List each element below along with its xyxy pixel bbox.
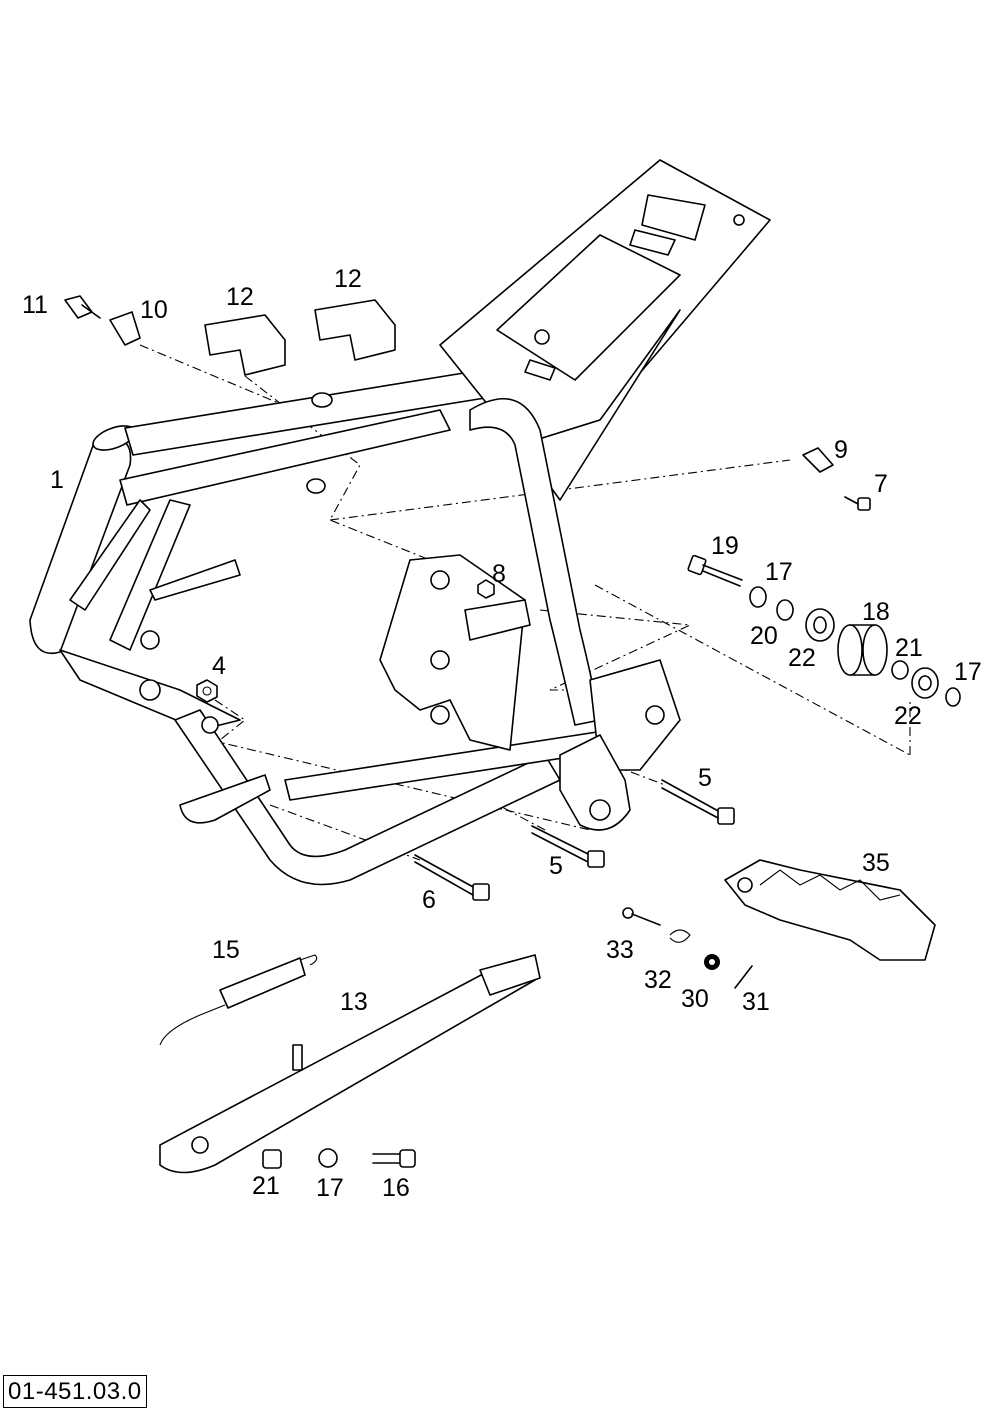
spacer-part-21-b <box>262 1149 282 1169</box>
spring-part-15 <box>159 954 318 1046</box>
label-part-6: 6 <box>422 886 436 914</box>
label-part-33: 33 <box>606 936 634 964</box>
label-part-31: 31 <box>742 988 770 1016</box>
washer-part-17-b <box>945 687 961 707</box>
washer-part-30 <box>704 954 720 970</box>
label-part-30: 30 <box>681 985 709 1013</box>
label-part-17-c: 17 <box>316 1174 344 1202</box>
bolt-part-19 <box>687 554 743 587</box>
spring-part-32 <box>669 929 691 943</box>
label-part-9: 9 <box>834 436 848 464</box>
washer-part-20 <box>776 599 794 621</box>
cover-part-12-a <box>204 314 286 376</box>
bushing-part-18 <box>837 624 888 676</box>
bolt-part-16 <box>372 1149 416 1168</box>
label-part-7: 7 <box>874 470 888 498</box>
cover-part-12-b <box>314 299 396 361</box>
bolt-part-11 <box>64 295 101 319</box>
bolt-part-5-a <box>661 779 735 825</box>
label-part-4: 4 <box>212 652 226 680</box>
label-part-16: 16 <box>382 1174 410 1202</box>
side-stand-part-13 <box>159 954 541 1174</box>
label-part-19: 19 <box>711 532 739 560</box>
label-part-22-b: 22 <box>894 702 922 730</box>
bracket-part-9 <box>802 447 834 473</box>
footpeg-part-35 <box>724 859 936 961</box>
nut-part-4 <box>196 679 218 703</box>
drawing-reference-code: 01-451.03.0 <box>3 1375 147 1408</box>
bolt-part-7 <box>844 496 871 511</box>
clip-part-10 <box>109 311 141 346</box>
washer-part-17-a <box>749 586 767 608</box>
pin-part-33 <box>622 907 661 926</box>
label-part-1: 1 <box>50 466 64 494</box>
part-number-labels: 1 4 5 5 6 7 8 9 10 11 12 12 13 15 16 17 … <box>22 265 982 1202</box>
label-part-12-a: 12 <box>226 283 254 311</box>
label-part-18: 18 <box>862 598 890 626</box>
frame-part-1 <box>29 159 771 886</box>
spacer-part-21-a <box>891 660 909 680</box>
label-part-17-b: 17 <box>954 658 982 686</box>
label-part-17-a: 17 <box>765 558 793 586</box>
label-part-8: 8 <box>492 560 506 588</box>
nut-part-8 <box>477 579 495 599</box>
label-part-5-a: 5 <box>698 764 712 792</box>
label-part-5-b: 5 <box>549 852 563 880</box>
label-part-15: 15 <box>212 936 240 964</box>
label-part-21-a: 21 <box>895 634 923 662</box>
label-part-13: 13 <box>340 988 368 1016</box>
label-part-32: 32 <box>644 966 672 994</box>
bolt-part-5-b <box>531 825 605 868</box>
label-part-10: 10 <box>140 296 168 324</box>
label-part-20: 20 <box>750 622 778 650</box>
label-part-11: 11 <box>22 291 48 319</box>
bearing-part-22-b <box>911 667 939 699</box>
cotter-part-31 <box>734 965 753 989</box>
label-part-12-b: 12 <box>334 265 362 293</box>
bolt-part-6 <box>414 854 490 901</box>
bearing-part-22-a <box>805 608 835 642</box>
label-part-35: 35 <box>862 849 890 877</box>
label-part-22-a: 22 <box>788 644 816 672</box>
label-part-21-b: 21 <box>252 1172 280 1200</box>
washer-part-17-c <box>318 1148 338 1168</box>
